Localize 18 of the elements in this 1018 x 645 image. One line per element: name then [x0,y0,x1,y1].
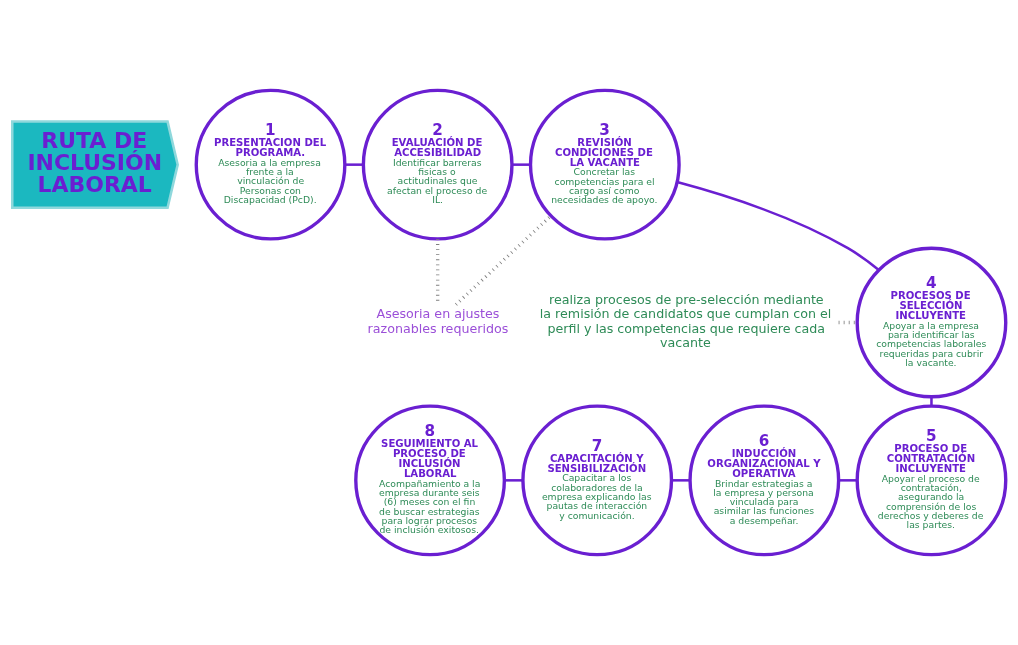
node-circle: 2 EVALUACIÓN DE ACCESIBILIDAD Identificar barreras fisicas o actitudinales que afectan el proceso de IL. [361,88,514,241]
node-circle: 6 INDUCCIÓN ORGANIZACIONAL Y OPERATIVA Brindar estrategias a la empresa y persona vinculada para asimilar las funciones a desempeñar. [688,404,841,557]
node-circle: 8 SEGUIMIENTO AL PROCESO DE INCLUSIÓN LABORAL Acompañamiento a la empresa durante seis (6) meses con el fin de buscar estrategias para lograr procesos de inclusión exitosos. [354,404,507,557]
node-circle: 1 PRESENTACION DEL PROGRAMA. Asesoria a la empresa frente a la vinculación de Personas con Discapacidad (PcD). [194,88,347,241]
node-text: Asesoria en ajustes razonables requeridos [367,306,509,336]
connector [930,396,933,406]
connector [454,214,552,306]
node-circle: 4 PROCESOS DE SELECCIÓN INCLUYENTE Apoyar a la empresa para identificar las competencias laborales requeridas para cubrir la vacante. [855,246,1008,399]
node-circle: 3 REVISIÓN CONDICIONES DE LA VACANTE Concretar las competencias para el cargo así como necesidades de apoyo. [528,88,681,241]
connector [676,180,880,271]
node-text: realiza procesos de pre-selección mediante la remisión de candidatos que cumplan con el perfil y las competencias que requiere cada vacante [539,291,832,350]
node-circle: 5 PROCESO DE CONTRATACIÓN INCLUYENTE Apoyar el proceso de contratación, asegurando la comprensión de los derechos y deberes de las partes. [855,404,1008,557]
connector [671,479,690,482]
connector [512,163,531,166]
connector [344,163,364,166]
connector [504,479,523,482]
connector [838,479,857,482]
node-circle: 7 CAPACITACIÓN Y SENSIBILIZACIÓN Capacitar a los colaboradores de la empresa explicando las pautas de interacción y comunicación. [521,404,674,557]
